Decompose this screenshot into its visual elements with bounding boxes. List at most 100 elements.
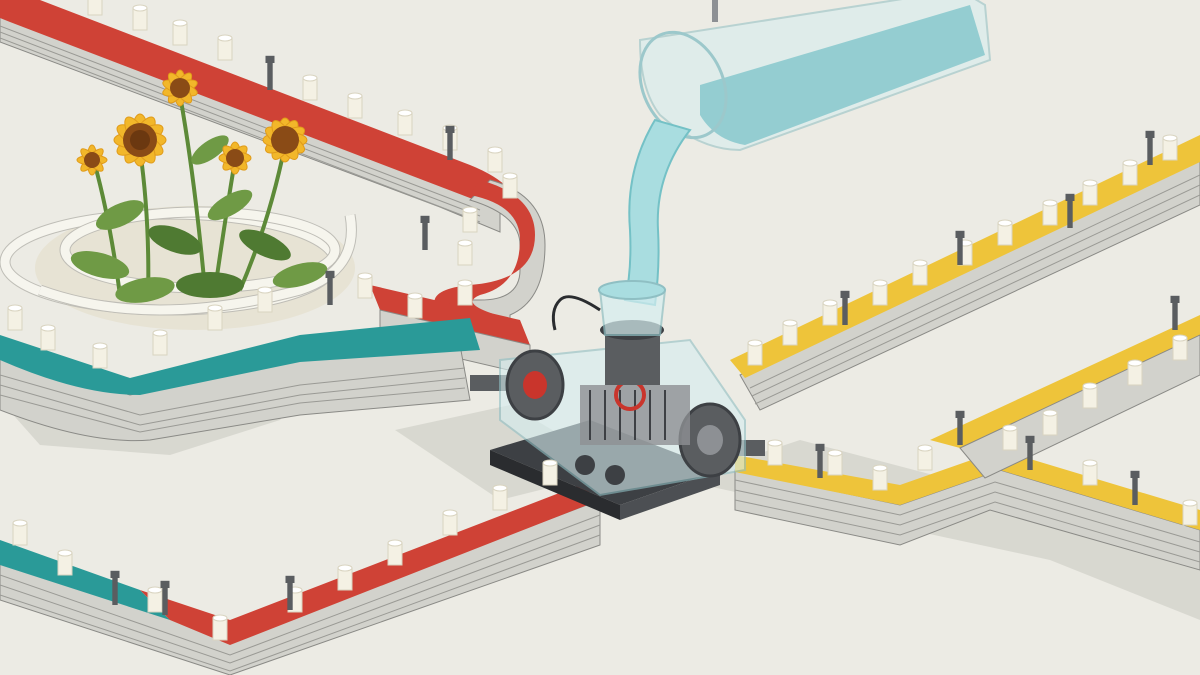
wrench-icon: [1065, 193, 1075, 228]
belt-side-lines: [0, 25, 481, 223]
cylinder-item: [87, 0, 103, 16]
cylinder-item: [822, 299, 838, 326]
cylinder-item: [492, 484, 508, 511]
pump-inlet-rim: [598, 280, 666, 300]
cylinder-item: [257, 286, 273, 313]
cylinder-item: [337, 564, 353, 591]
pump-gear-fins: [589, 390, 666, 440]
sunflower-mid: [218, 141, 252, 175]
cylinder-item: [7, 304, 23, 331]
cylinder-item: [407, 292, 423, 319]
cylinder-item: [1182, 499, 1198, 526]
wrench-icon: [110, 570, 120, 605]
cylinder-item: [40, 324, 56, 351]
cylinder-item: [92, 342, 108, 369]
cylinder-item: [217, 34, 233, 61]
wrench-icon: [445, 125, 455, 160]
cylinder-item: [1082, 382, 1098, 409]
belt-top: [0, 0, 520, 215]
cylinder-item: [1042, 409, 1058, 436]
cylinder-item: [12, 519, 28, 546]
wrench-icon: [1130, 470, 1140, 505]
cylinder-item: [147, 586, 163, 613]
cylinder-item: [57, 549, 73, 576]
wrench-icon: [815, 443, 825, 478]
glass-water: [700, 5, 985, 145]
cylinder-item: [1042, 199, 1058, 226]
glass-rim: [638, 30, 728, 140]
belt-side: [0, 344, 471, 442]
cylinder-item: [747, 339, 763, 366]
cylinder-item: [442, 509, 458, 536]
cylinder-item: [487, 146, 503, 173]
cylinder-item: [502, 172, 518, 199]
cylinder-item: [872, 279, 888, 306]
sunflower-right: [262, 117, 308, 163]
wrench-icon: [840, 290, 850, 325]
belt-side-lines: [0, 367, 466, 433]
cylinder-item: [827, 449, 843, 476]
cylinder-item: [457, 279, 473, 306]
cylinder-item: [302, 74, 318, 101]
cylinder-item: [207, 304, 223, 331]
wrench-icon: [420, 215, 430, 250]
pump-port-1: [575, 455, 595, 475]
cylinder-item: [872, 464, 888, 491]
cylinder-item: [172, 19, 188, 46]
cylinder-item: [387, 539, 403, 566]
cylinder-item: [1002, 424, 1018, 451]
cylinder-item: [212, 614, 228, 641]
wrench-icon: [160, 580, 170, 615]
cylinder-item: [912, 259, 928, 286]
cylinder-item: [357, 272, 373, 299]
sunflower-left: [76, 144, 108, 176]
belt-top-teal: [0, 540, 170, 620]
belt-top-red: [140, 485, 600, 645]
wrench-icon: [285, 575, 295, 610]
cylinder-item: [767, 439, 783, 466]
cylinder-item: [997, 219, 1013, 246]
wrench-icon: [955, 230, 965, 265]
belt-side-lines: [0, 514, 601, 672]
pump-rotor-left-hub: [523, 371, 547, 399]
cylinder-item: [1127, 359, 1143, 386]
pump-cable: [551, 295, 601, 331]
pump-rotor-right-hub: [697, 425, 723, 455]
pump-machine: [470, 280, 765, 520]
pump-base-side-r: [620, 470, 720, 520]
wrench-icon: [265, 55, 275, 90]
sunflower-large: [113, 113, 167, 167]
wrench-icon: [1170, 295, 1180, 330]
cylinder-item: [462, 206, 478, 233]
conveyor-teal-left: [0, 318, 480, 442]
wrench-icon: [325, 270, 335, 305]
conveyor-bottom-left: [0, 485, 601, 675]
cylinder-item: [1162, 134, 1178, 161]
leaves: [70, 135, 328, 303]
cylinder-item: [1172, 334, 1188, 361]
cylinder-item: [917, 444, 933, 471]
belt-side-lines: [734, 479, 1200, 563]
pump-port-2: [605, 465, 625, 485]
cylinder-item: [542, 459, 558, 486]
cylinder-item: [1082, 459, 1098, 486]
cylinder-item: [132, 4, 148, 31]
belt-side-lines: [749, 174, 1200, 405]
belt-top: [735, 450, 1200, 530]
cylinder-item: [1122, 159, 1138, 186]
wrench-icon: [1025, 435, 1035, 470]
cylinder-item: [152, 329, 168, 356]
wrench-icon: [1145, 130, 1155, 165]
cylinder-item: [347, 92, 363, 119]
cylinder-item: [1082, 179, 1098, 206]
sunflower-top: [162, 69, 198, 107]
cylinder-item: [782, 319, 798, 346]
belt-top-branch: [930, 315, 1200, 448]
belt-top: [0, 318, 480, 395]
wrench-icon: [955, 410, 965, 445]
cylinder-item: [397, 109, 413, 136]
belt-items: [7, 0, 1198, 641]
cylinder-item: [457, 239, 473, 266]
glass-hook: [712, 0, 718, 22]
